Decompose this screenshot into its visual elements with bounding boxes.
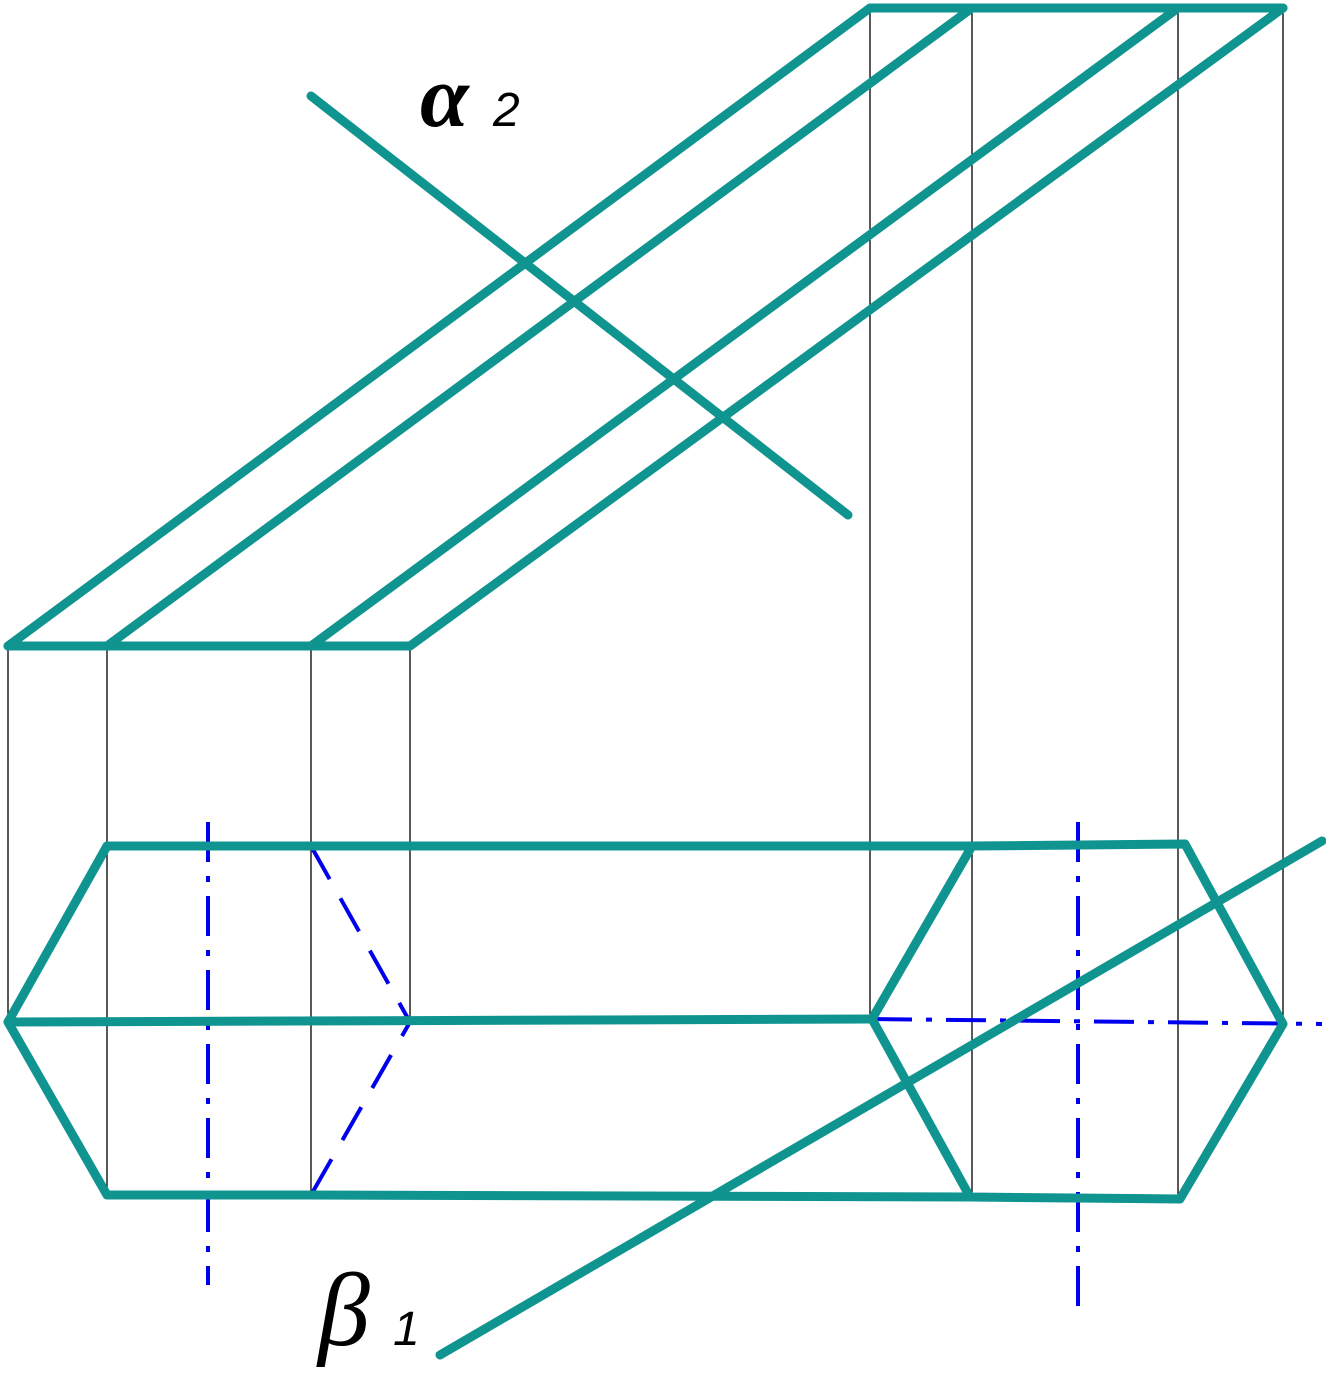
alpha-index: 2 <box>492 84 520 137</box>
beta-symbol: β <box>316 1253 370 1368</box>
beta-index: 1 <box>393 1303 420 1356</box>
projection-link-lines <box>7 8 1284 1197</box>
middle-edge-line <box>3 1014 877 1027</box>
lateral-edge <box>405 3 1288 651</box>
alpha-label: α 2 <box>420 49 520 146</box>
bottom-edge-line <box>306 1190 975 1202</box>
lateral-edge <box>102 3 977 651</box>
beta-plane-trace <box>435 836 1326 1360</box>
beta-label: β 1 <box>316 1253 420 1368</box>
lateral-edge <box>306 3 1183 651</box>
right-horizontal-center-axis <box>871 1017 1323 1026</box>
lateral-edge <box>3 3 875 651</box>
axis-and-hidden-lines <box>206 822 1323 1320</box>
alpha-plane-trace <box>306 91 853 520</box>
front-view-prism <box>3 3 1288 651</box>
top-view-prism <box>3 839 1288 1204</box>
alpha-symbol: α <box>420 49 470 146</box>
